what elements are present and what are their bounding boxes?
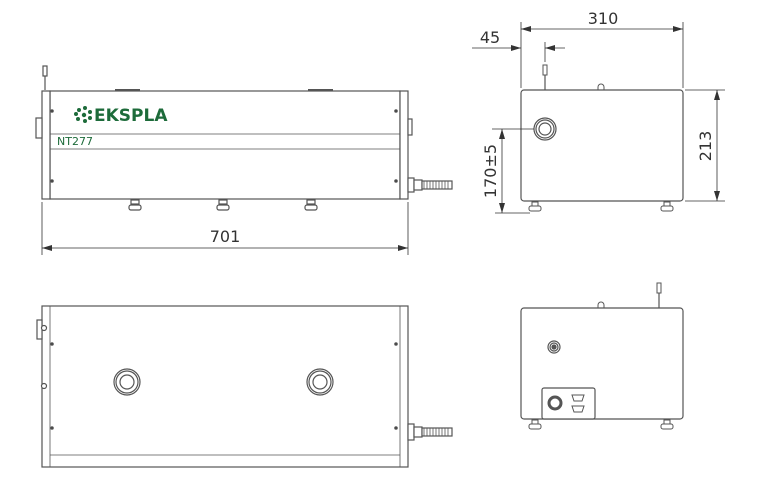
foot-icon [216,199,230,211]
dimension-width [520,22,684,88]
side-view [520,64,684,212]
dimension-213-label: 213 [696,131,715,162]
dimension-45-label: 45 [480,28,500,47]
dimension-170-label: 170±5 [481,144,500,198]
front-view [35,65,453,211]
foot-icon [304,199,318,211]
dimension-height [685,89,725,202]
dimension-701-label: 701 [210,227,241,246]
cable-gland-icon [407,423,453,441]
brand-logo: EKSPLA NT277 [57,106,168,148]
aperture-icon [113,368,141,396]
rear-view [520,282,684,430]
dimension-beam-height [492,128,534,214]
dimension-offset [472,42,565,62]
dimension-310-label: 310 [588,9,619,28]
model-name: NT277 [57,135,93,148]
connector-round-icon [547,340,561,354]
dsub-connector-icon [571,394,585,413]
ekspla-flower-icon [74,106,92,123]
brand-name: EKSPLA [94,106,168,126]
dimension-length [41,202,409,255]
power-connector-icon [547,395,563,411]
cable-gland-icon [407,177,453,193]
laser-post-icon [42,65,48,90]
top-view [36,305,453,468]
foot-icon [128,199,142,211]
aperture-icon [306,368,334,396]
